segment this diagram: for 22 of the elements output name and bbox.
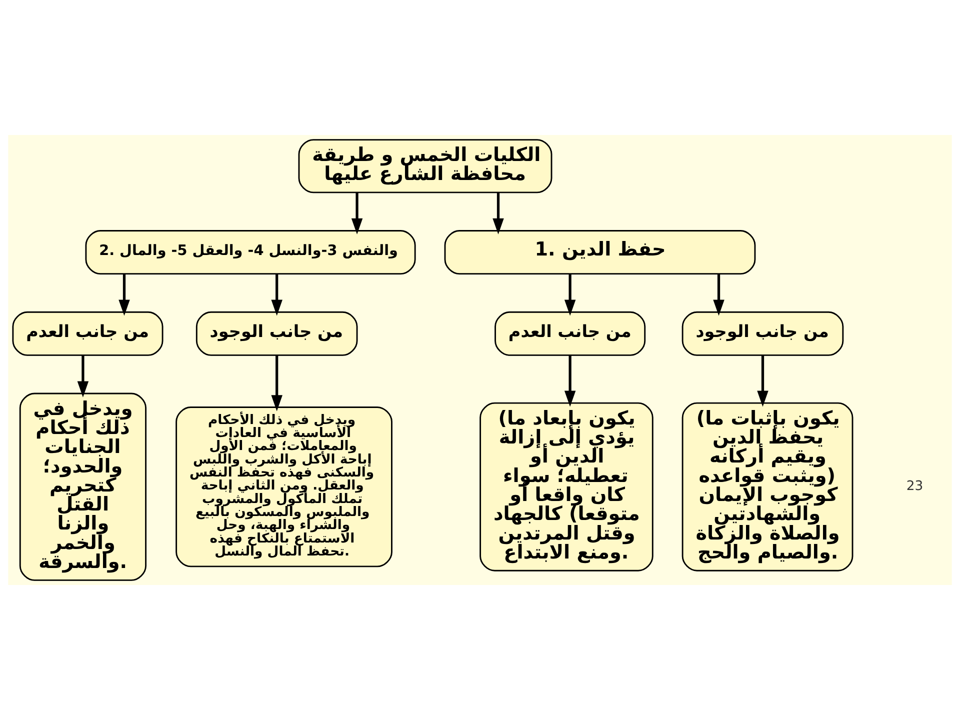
node-box: من جانب الوجود xyxy=(682,311,844,356)
node-box: ويدخل في ذلك الأحكام الأساسية في العادات والمعاملات؛ فمن الأول إباحة الأكل والشرب واللبس والسكنى فهذه تحفظ النفس والعقل. ومن الثاني إباحة تملك المأكول والمشروب والملبوس والمسكون بالبيع والشراء والهبة، وحل الاستمتاع بالنكاح فهذه تحفظ المال والنسل. xyxy=(176,406,392,568)
arrow xyxy=(757,355,768,407)
arrow xyxy=(492,192,504,234)
arrow xyxy=(564,274,576,316)
arrow xyxy=(271,274,282,316)
node-box: من جانب الوجود xyxy=(196,311,358,356)
arrow xyxy=(713,274,724,316)
arrow xyxy=(271,355,282,412)
arrow xyxy=(351,192,363,234)
node-box: (يكون بإبعاد ما يؤدي إلى إزالة الدين أو تعطيله؛ سواء كان واقعا أو متوقعا) كالجهاد وقتل المرتدين ومنع الابتداع. xyxy=(480,402,654,572)
node-box: من جانب العدم xyxy=(12,311,164,356)
node-box: (يكون بإثبات ما يحفظ الدين ويقيم أركانه ويثبت قواعده) كوجوب الإيمان والشهادتين والصلاة والزكاة والصيام والحج. xyxy=(682,402,854,572)
node-box: ويدخل في ذلك أحكام الجنايات والحدود؛ كتحريم القتل والزنا والخمر والسرقة. xyxy=(19,392,146,581)
label: 23 xyxy=(906,479,924,494)
node-box: 1. حفظ الدين xyxy=(444,230,756,275)
node-box: الكليات الخمس و طريقة محافظة الشارع عليها xyxy=(298,139,552,194)
arrow xyxy=(77,355,89,398)
arrow xyxy=(564,355,576,407)
node-box: 2. والنفس 3-والنسل 4- والعقل 5- والمال xyxy=(85,230,416,275)
arrow xyxy=(118,274,130,316)
node-box: من جانب العدم xyxy=(494,311,646,356)
